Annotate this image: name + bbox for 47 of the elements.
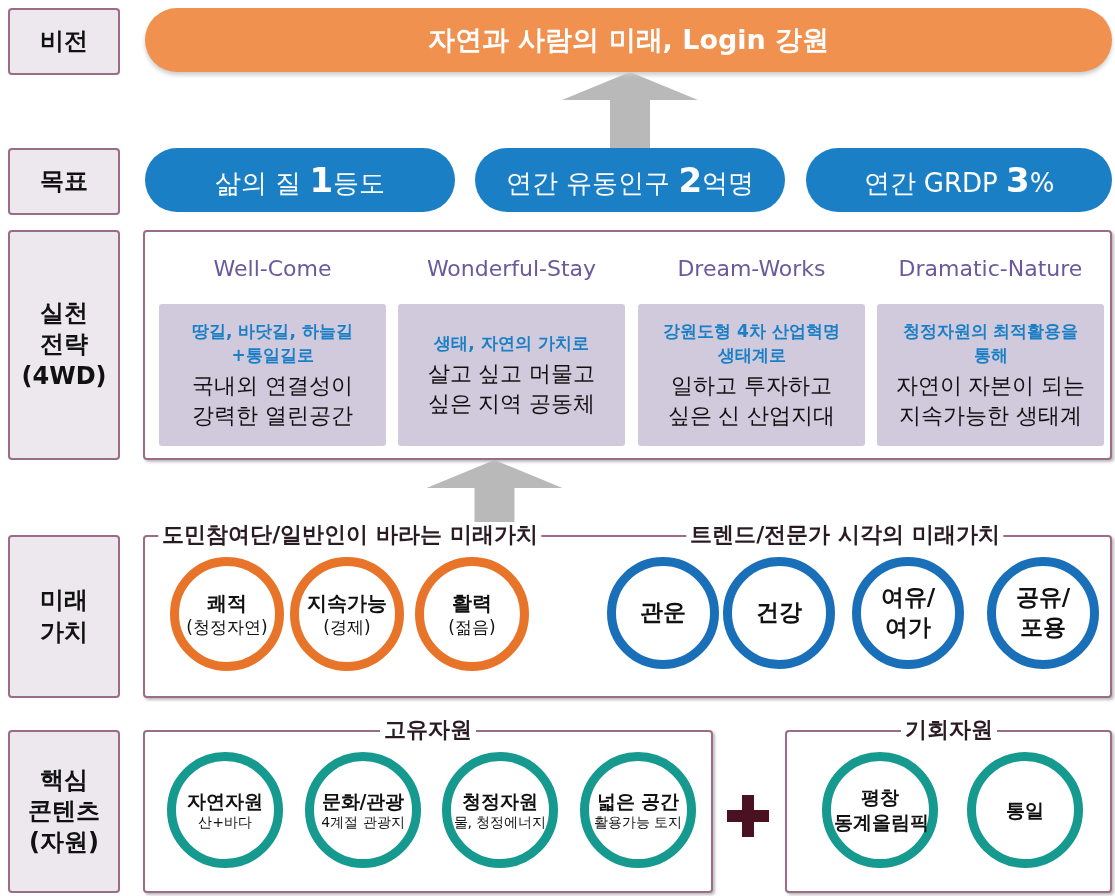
- value-name: 공유/ 포용: [1014, 583, 1072, 642]
- value-name: 건강: [756, 598, 802, 628]
- strategy-heading: Dramatic-Nature: [897, 255, 1084, 283]
- value-note: 산+바다: [198, 813, 252, 832]
- value-name: 여유/ 여가: [879, 583, 937, 642]
- card-text: 자연이 자본이 되는 지속가능한 생태계: [894, 372, 1087, 430]
- group-heading: 트렌드/전문가 시각의 미래가치: [686, 522, 1004, 548]
- goal-pill: 연간 GRDP 3%: [806, 148, 1112, 212]
- strategy-heading: Dream-Works: [676, 255, 827, 283]
- value-note: (젊음): [448, 615, 496, 639]
- value-note: (경제): [323, 615, 371, 639]
- value-note: 물, 청정에너지: [453, 813, 547, 832]
- value-name: 통일: [1006, 797, 1044, 823]
- value-name: 활력: [452, 589, 492, 616]
- card-subtitle: 생태, 자연의 가치로: [434, 332, 589, 355]
- group-heading: 기회자원: [900, 717, 997, 743]
- row-label: 핵심 콘텐츠 (자원): [8, 730, 120, 893]
- group-heading: 도민참여단/일반인이 바라는 미래가치: [158, 522, 542, 548]
- value-name: 지속가능: [307, 589, 387, 616]
- strategy-heading: Wonderful-Stay: [425, 255, 598, 283]
- goal-pill: 삶의 질 1등도: [145, 148, 455, 212]
- value-name: 관운: [640, 598, 686, 628]
- value-name: 평창 동계올림픽: [834, 785, 926, 835]
- card-text: 국내외 연결성이 강력한 열린공간: [191, 372, 354, 430]
- value-note: 활용가능 토지: [593, 813, 683, 832]
- card-subtitle: 청정자원의 최적활용을 통해: [901, 320, 1080, 367]
- strategy-heading: Well-Come: [212, 255, 333, 283]
- strategy-panel: [143, 230, 1112, 460]
- arrow: [562, 72, 698, 148]
- card-text: 살고 싶고 머물고 싶은 지역 공동체: [426, 360, 597, 418]
- value-name: 자연자원: [187, 788, 263, 814]
- row-label: 목표: [8, 148, 120, 215]
- card-text: 일하고 투자하고 싶은 신 산업지대: [666, 372, 837, 430]
- vision-banner: 자연과 사람의 미래, Login 강원: [145, 8, 1112, 72]
- row-label: 실천 전략 (4WD): [8, 230, 120, 460]
- value-note: (청정자연): [186, 615, 268, 639]
- value-name: 넓은 공간: [596, 788, 680, 814]
- group-heading: 고유자원: [380, 717, 476, 743]
- value-name: 청정자원: [462, 788, 538, 814]
- card-subtitle: 땅길, 바닷길, 하늘길+통일길로: [191, 320, 354, 367]
- card-subtitle: 강원도형 4차 산업혁명 생태계로: [662, 320, 841, 367]
- value-name: 쾌적: [207, 589, 247, 616]
- goal-pill: 연간 유동인구 2억명: [475, 148, 785, 212]
- row-label: 미래 가치: [8, 535, 120, 698]
- value-note: 4계절 관광지: [321, 813, 405, 832]
- row-label: 비전: [8, 8, 120, 75]
- value-name: 문화/관광: [321, 788, 405, 814]
